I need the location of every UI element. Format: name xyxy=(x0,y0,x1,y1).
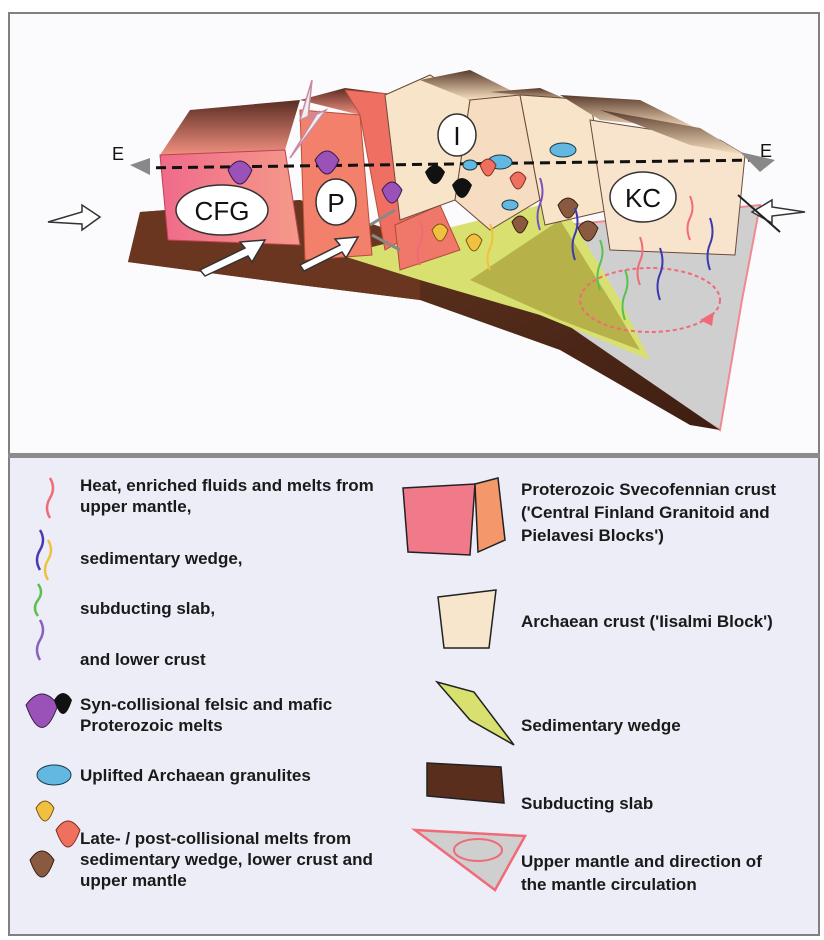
legend-purple-squiggle-icon xyxy=(37,530,43,570)
legend-pink-squiggle-icon xyxy=(47,478,53,518)
legend-mafic-melt-icon xyxy=(54,693,72,714)
right-push-arrow xyxy=(752,200,805,223)
legend-slab-icon xyxy=(427,763,504,803)
legend-proterozoic-icon xyxy=(403,484,475,555)
legend-pink-melt-icon xyxy=(56,821,80,847)
p-label: P xyxy=(327,188,344,218)
legend-heat-label: Heat, enriched fluids and melts from upp… xyxy=(80,475,400,517)
granulite-icon-4 xyxy=(502,200,518,210)
e-right-label: E xyxy=(760,141,772,161)
legend-slab-label: Subducting slab xyxy=(521,793,781,814)
legend-archaean-icon xyxy=(438,590,496,648)
legend-lower-crust-label: and lower crust xyxy=(80,649,400,670)
legend-yellow-melt-icon xyxy=(36,801,54,821)
legend-yellow-squiggle-icon xyxy=(45,540,51,580)
legend-felsic-melt-icon xyxy=(26,694,58,728)
i-label: I xyxy=(453,121,460,151)
legend-archaean-label: Archaean crust ('Iisalmi Block') xyxy=(521,610,781,633)
legend-late-post-label: Late- / post-collisional melts from sedi… xyxy=(80,828,400,891)
e-left-label: E xyxy=(112,144,124,164)
granulite-icon-3 xyxy=(463,160,477,170)
granulite-icon-2 xyxy=(550,143,576,157)
legend-sedimentary-label: Sedimentary wedge xyxy=(521,715,781,736)
legend-sedimentary-icon xyxy=(437,682,514,745)
legend-mantle-label: Upper mantle and direction of the mantle… xyxy=(521,850,791,896)
kc-label: KC xyxy=(625,183,661,213)
legend-brown-melt-icon xyxy=(30,851,54,877)
legend-pielavesi-icon xyxy=(475,478,505,552)
left-push-arrow xyxy=(48,205,100,230)
cfg-label: CFG xyxy=(195,196,250,226)
legend-granulite-icon xyxy=(37,765,71,785)
e-left-marker xyxy=(130,158,150,175)
legend-subducting-slab-label: subducting slab, xyxy=(80,598,400,619)
legend-green-squiggle-icon xyxy=(35,584,41,616)
legend-syn-collisional-label: Syn-collisional felsic and mafic Protero… xyxy=(80,694,370,736)
legend-proterozoic-label: Proterozoic Svecofennian crust ('Central… xyxy=(521,478,801,547)
cfg-block-top xyxy=(160,100,300,155)
legend-granulites-label: Uplifted Archaean granulites xyxy=(80,765,400,786)
legend-sedimentary-wedge-label: sedimentary wedge, xyxy=(80,548,400,569)
legend-lilac-squiggle-icon xyxy=(37,620,43,660)
